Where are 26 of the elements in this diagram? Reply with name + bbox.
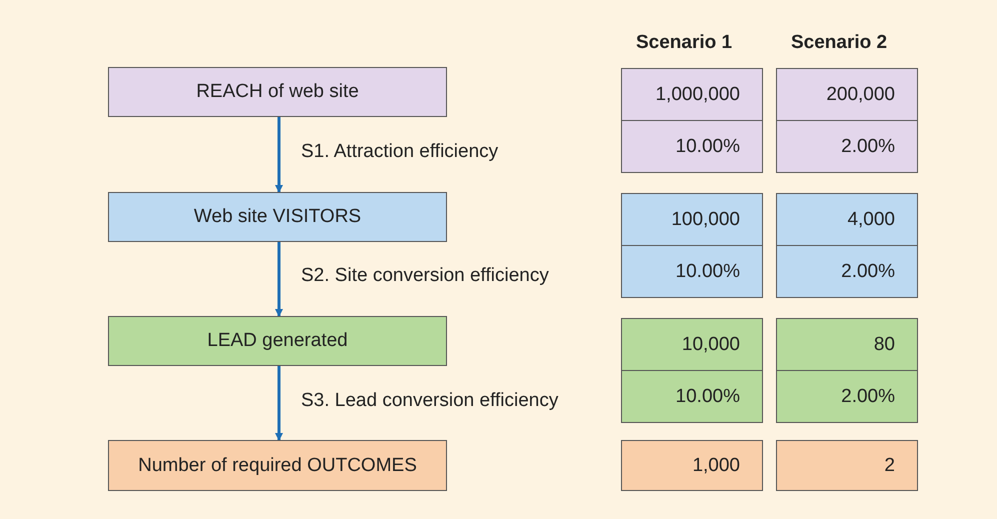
edge-label: S2. Site conversion efficiency <box>301 265 549 287</box>
table-cell: 1,000,000 <box>621 68 763 121</box>
column-header: Scenario 2 <box>791 32 888 54</box>
table-cell: 200,000 <box>776 68 918 121</box>
table-cell: 80 <box>776 318 918 371</box>
edge-label: S1. Attraction efficiency <box>301 141 498 163</box>
table-cell: 4,000 <box>776 193 918 246</box>
process-box: Web site VISITORS <box>108 192 447 242</box>
process-box: REACH of web site <box>108 67 447 117</box>
edge-label: S3. Lead conversion efficiency <box>301 390 558 412</box>
column-header: Scenario 1 <box>636 32 732 54</box>
table-cell: 10,000 <box>621 318 763 371</box>
table-cell: 1,000 <box>621 440 763 491</box>
table-cell: 2.00% <box>776 245 918 298</box>
table-cell: 10.00% <box>621 245 763 298</box>
table-cell: 10.00% <box>621 120 763 173</box>
process-box: Number of required OUTCOMES <box>108 440 447 491</box>
table-cell: 2.00% <box>776 370 918 423</box>
process-box: LEAD generated <box>108 316 447 366</box>
arrow <box>275 242 283 317</box>
table-cell: 2 <box>776 440 918 491</box>
table-cell: 100,000 <box>621 193 763 246</box>
table-cell: 2.00% <box>776 120 918 173</box>
table-cell: 10.00% <box>621 370 763 423</box>
arrow <box>275 117 283 193</box>
arrow <box>275 366 283 441</box>
